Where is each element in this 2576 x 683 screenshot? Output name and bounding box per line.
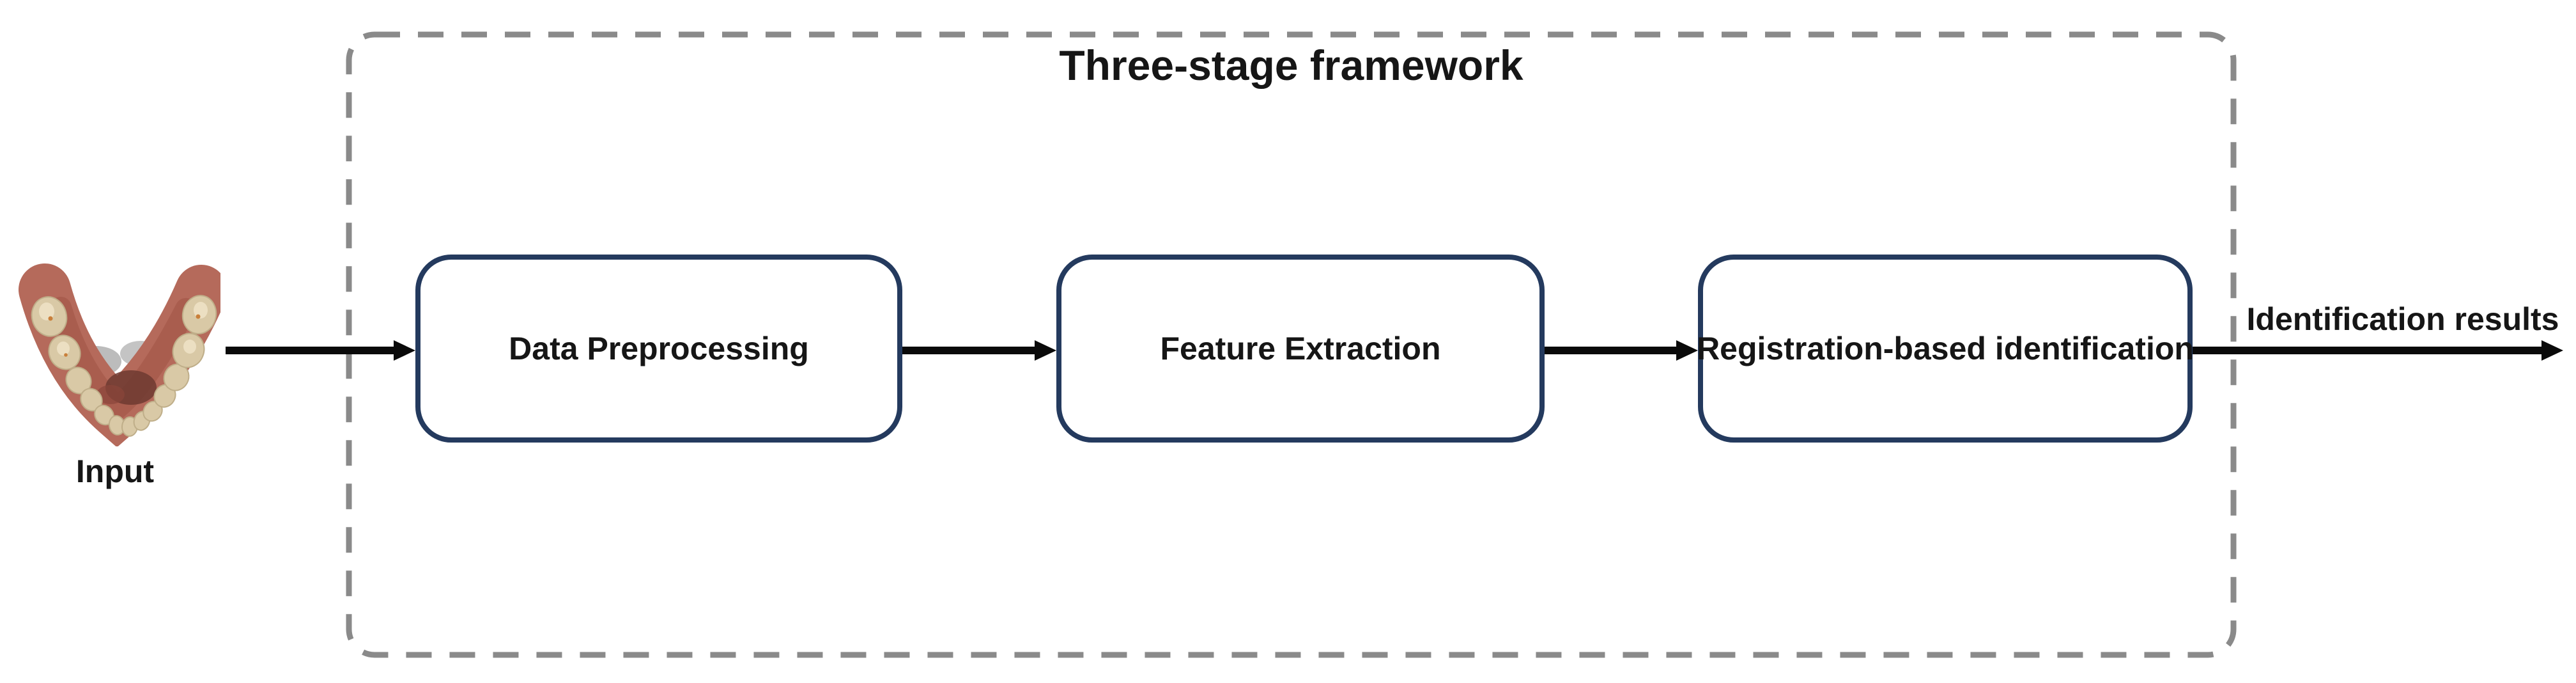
stage-box-data-preprocessing: Data Preprocessing [415, 255, 902, 443]
input-label: Input [75, 453, 155, 489]
framework-title: Three-stage framework [1059, 42, 1523, 89]
arrow-extraction-to-identification [1545, 340, 1698, 361]
arrow-identification-to-results [2193, 340, 2563, 361]
stage-label-registration-identification: Registration-based identification [1697, 331, 2194, 366]
framework-dashed-border [346, 31, 2237, 658]
stage-box-feature-extraction: Feature Extraction [1056, 255, 1545, 443]
dental-scan-image [19, 263, 220, 446]
stage-box-registration-identification: Registration-based identification [1697, 255, 2194, 443]
stage-label-feature-extraction: Feature Extraction [1160, 331, 1441, 366]
stage-label-data-preprocessing: Data Preprocessing [509, 331, 809, 366]
arrow-preprocessing-to-extraction [902, 340, 1056, 361]
arrow-input-to-preprocessing [226, 340, 415, 361]
output-label: Identification results [2246, 301, 2559, 337]
